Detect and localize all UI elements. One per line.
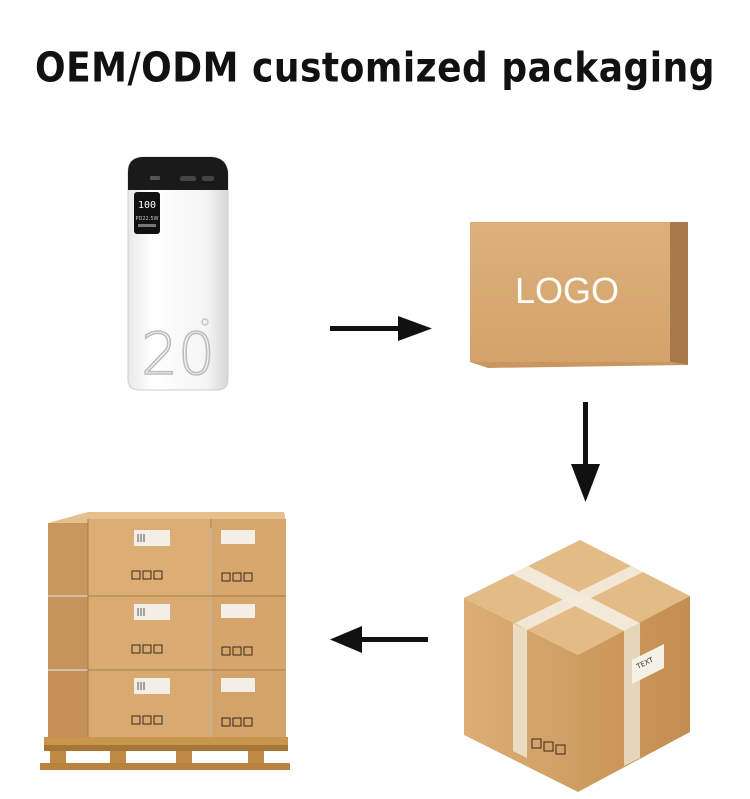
svg-text:PD22.5W: PD22.5W <box>136 216 159 222</box>
logo-text: LOGO <box>515 270 619 311</box>
arrow-right-icon <box>330 316 432 341</box>
page-title: OEM/ODM customized packaging <box>34 44 716 93</box>
display-value: 100 <box>138 200 156 211</box>
power-bank: 100 PD22.5W 20 <box>127 156 229 391</box>
capacity-mark: 20 <box>141 320 215 388</box>
arrow-down-icon <box>571 402 600 502</box>
carton-label: TEXT <box>632 644 664 684</box>
led-display <box>134 192 160 234</box>
pallet <box>40 512 290 770</box>
shipping-carton: TEXT <box>464 540 690 792</box>
logo-box: LOGO <box>470 222 688 368</box>
arrow-left-icon <box>330 626 428 653</box>
